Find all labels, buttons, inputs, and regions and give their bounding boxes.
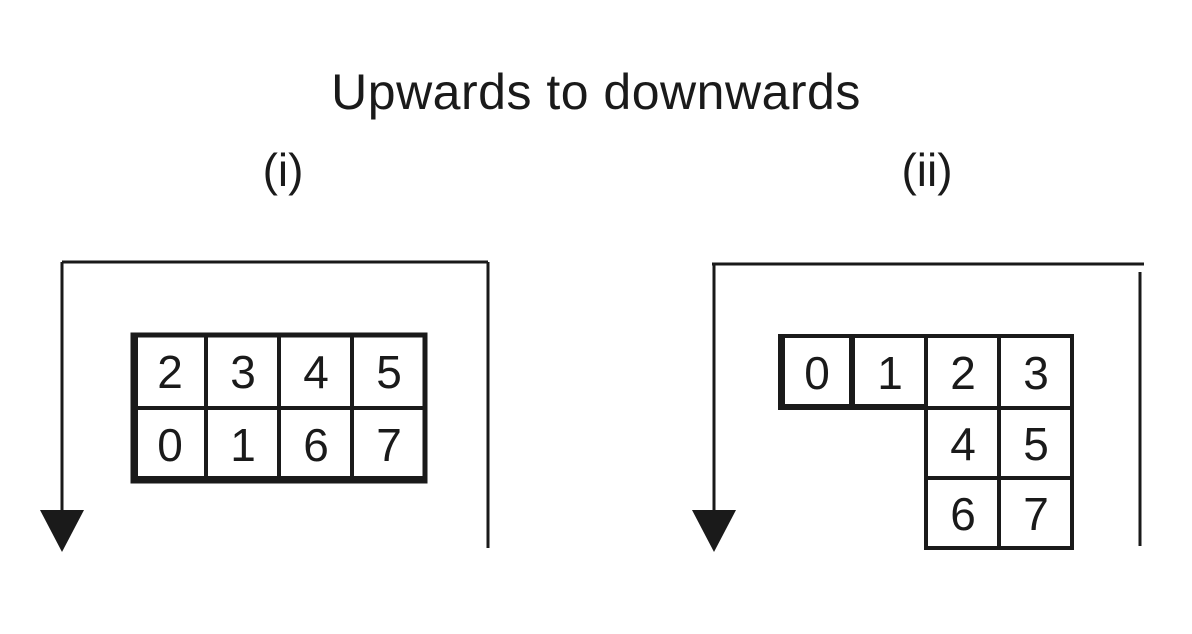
- panel-i-cell: 5: [376, 346, 402, 398]
- panel-label-i: (i): [262, 144, 304, 196]
- panel-i-cell: 3: [230, 346, 256, 398]
- panel-ii-frame: [712, 262, 1144, 546]
- panel-i-cell: 1: [230, 419, 256, 471]
- panel-ii-cell: 0: [804, 347, 830, 399]
- panel-i-frame: [60, 260, 490, 548]
- panel-ii-cell: 4: [950, 418, 976, 470]
- panel-i-cell: 0: [157, 419, 183, 471]
- panel-i-down-arrow-icon: [40, 510, 84, 552]
- panel-ii-cell: 1: [877, 347, 903, 399]
- panel-ii-cell: 3: [1023, 347, 1049, 399]
- panel-i-grid: 2 3 4 5 0 1 6 7: [130, 332, 428, 484]
- panel-ii-grid: [778, 334, 1074, 550]
- panel-i-cell: 2: [157, 346, 183, 398]
- panel-ii-down-arrow-icon: [692, 510, 736, 552]
- panel-ii-cell: 2: [950, 347, 976, 399]
- panel-i-cell: 7: [376, 419, 402, 471]
- diagram-title: Upwards to downwards: [331, 64, 861, 120]
- panel-label-ii: (ii): [901, 144, 953, 196]
- panel-i-cell: 4: [303, 346, 329, 398]
- panel-ii-cell: 7: [1023, 488, 1049, 540]
- panel-ii-cell: 6: [950, 488, 976, 540]
- panel-ii-cell: 5: [1023, 418, 1049, 470]
- panel-i-cell: 6: [303, 419, 329, 471]
